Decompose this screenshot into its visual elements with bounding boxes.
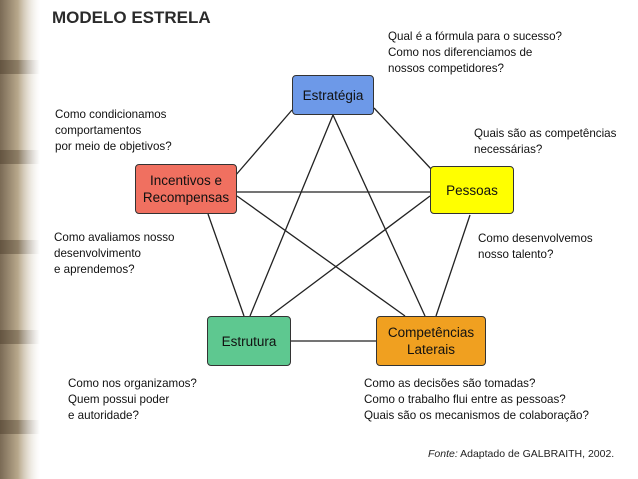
edge-strategy-rewards <box>234 109 293 177</box>
edge-strategy-structure <box>249 114 334 317</box>
side-photo-decoration <box>0 0 40 479</box>
page-title: MODELO ESTRELA <box>52 8 211 27</box>
edge-strategy-lateral <box>332 114 426 317</box>
node-people: Pessoas <box>430 166 514 214</box>
source-prefix: Fonte: <box>428 448 458 460</box>
question-lateral: Como as decisões são tomadas? Como o tra… <box>364 377 589 422</box>
edge-strategy-people <box>373 107 433 171</box>
question-structure: Como nos organizamos? Quem possui poder … <box>68 377 197 422</box>
edge-people-lateral <box>435 214 471 317</box>
node-rewards: Incentivos e Recompensas <box>135 164 237 214</box>
node-strategy: Estratégia <box>292 75 374 115</box>
question-people-competence: Quais são as competências necessárias? <box>474 127 617 156</box>
node-structure: Estrutura <box>207 316 291 366</box>
edge-rewards-structure <box>207 213 245 317</box>
question-rewards-condition: Como condicionamos comportamentos por me… <box>55 108 172 153</box>
source-note: Fonte: Adaptado de GALBRAITH, 2002. <box>428 448 614 460</box>
node-lateral-competences: Competências Laterais <box>376 316 486 366</box>
question-people-talent: Como desenvolvemos nosso talento? <box>478 232 593 261</box>
edge-people-structure <box>269 195 431 317</box>
source-text: Adaptado de GALBRAITH, 2002. <box>457 448 615 460</box>
question-rewards-evaluate: Como avaliamos nosso desenvolvimento e a… <box>54 231 175 276</box>
question-strategy: Qual é a fórmula para o sucesso? Como no… <box>388 30 563 75</box>
edge-rewards-lateral <box>236 195 406 317</box>
